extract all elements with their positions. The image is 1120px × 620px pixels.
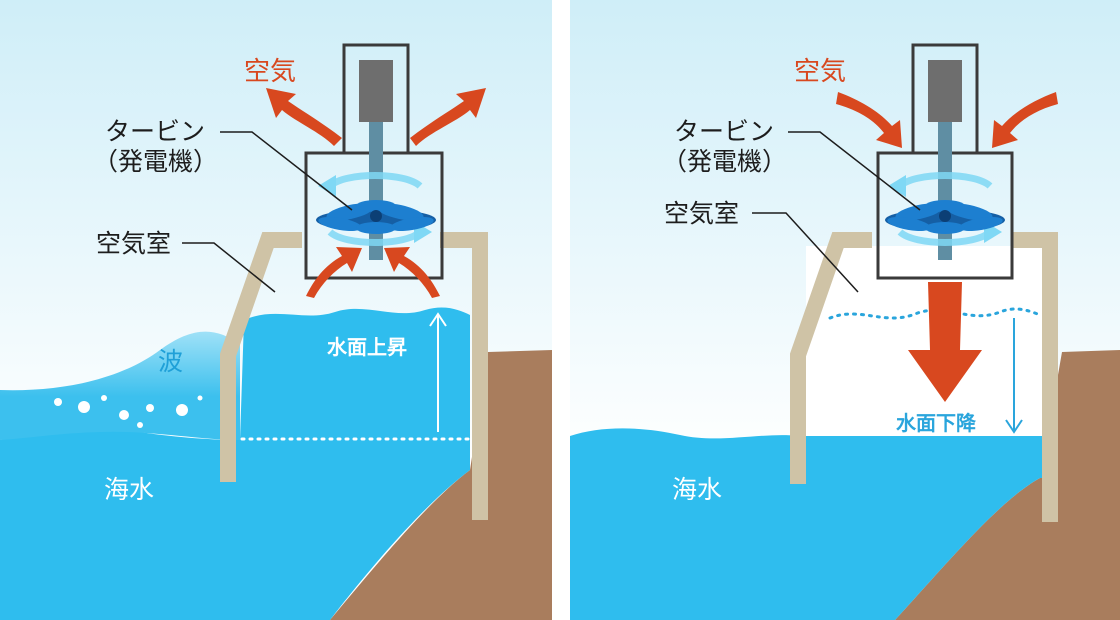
right-generator-icon [928, 60, 962, 122]
right-level-label: 水面下降 [896, 411, 977, 435]
left-turbine-label-line1: タービン [105, 117, 205, 146]
left-wave-label: 波 [158, 347, 183, 376]
right-panel: 空気 タービン （発電機） 空気室 水面下降 海水 [570, 0, 1120, 620]
left-turbine-label-line2: （発電機） [93, 147, 218, 176]
left-air-arrows-in [306, 247, 440, 298]
right-sea-label: 海水 [672, 475, 722, 504]
right-turbine-label-line2: （発電機） [662, 147, 787, 176]
right-chamber-water [806, 436, 1042, 478]
right-air-label: 空気 [794, 57, 846, 87]
right-air-arrows-in [836, 92, 1058, 148]
right-chamber-label: 空気室 [664, 199, 739, 228]
left-chamber-label: 空気室 [96, 229, 171, 258]
right-turbine-icon [885, 200, 1005, 234]
left-chamber-wall [220, 232, 488, 520]
right-swirl-icon [897, 172, 993, 246]
panel-divider [552, 0, 570, 620]
left-turbine-leader [220, 131, 353, 211]
left-sea-label: 海水 [104, 475, 154, 504]
left-generator-icon [359, 60, 393, 122]
left-chamber-water [240, 307, 470, 440]
right-turbine-leader [788, 131, 921, 211]
left-swirl-icon [327, 172, 423, 246]
left-turbine-icon [316, 200, 436, 234]
left-level-label: 水面上昇 [327, 335, 407, 359]
right-turbine-label-line1: タービン [674, 117, 774, 146]
left-panel: 空気 タービン （発電機） 空気室 波 水面上昇 海水 [0, 0, 552, 620]
left-air-label: 空気 [244, 57, 296, 87]
left-air-arrows-out [266, 88, 486, 146]
left-ground [330, 350, 552, 620]
right-down-arrow-icon [908, 282, 982, 402]
right-ground [895, 350, 1120, 620]
left-sea [0, 428, 470, 620]
left-wave-foam [54, 395, 203, 428]
right-chamber-wall [790, 232, 1058, 522]
right-chamber-leader [752, 212, 859, 293]
left-chamber-leader [182, 242, 276, 293]
